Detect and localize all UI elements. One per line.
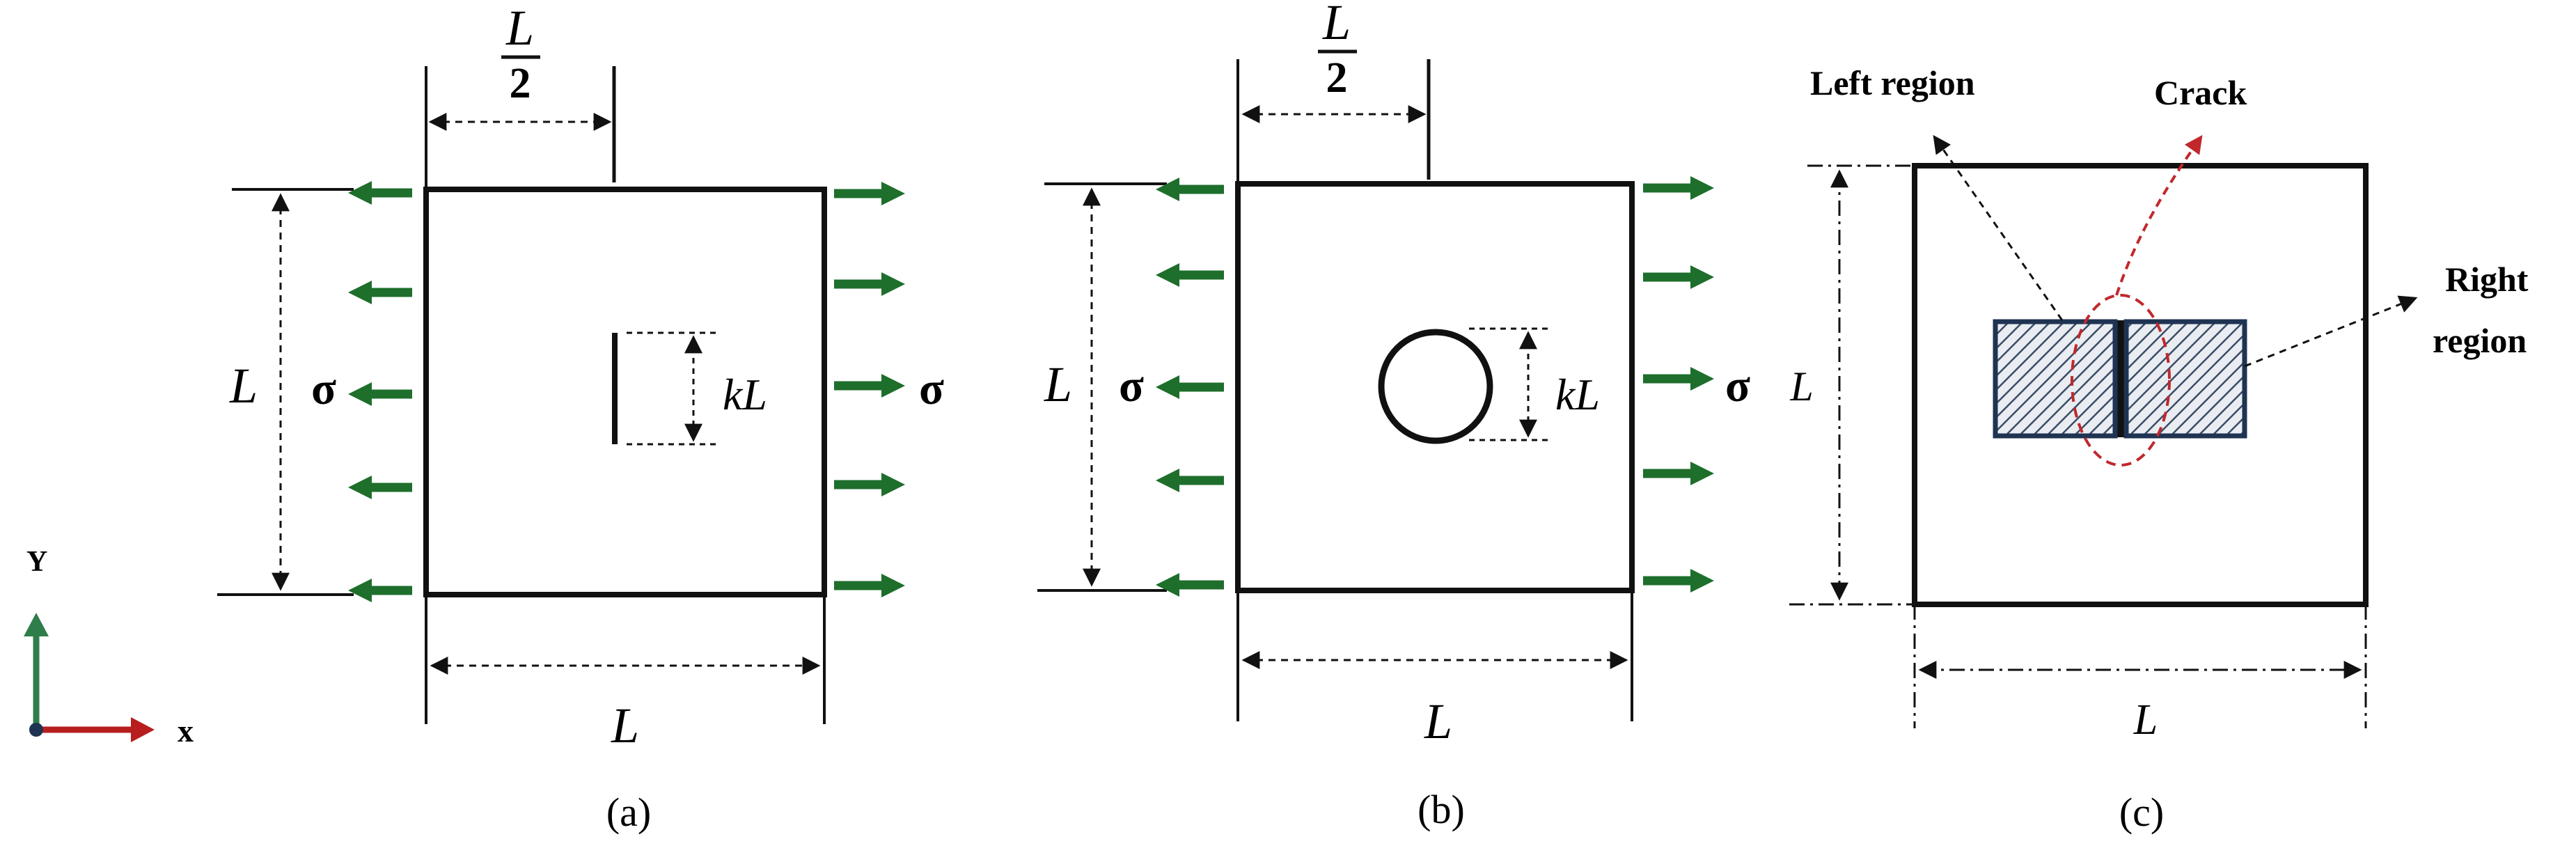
coordinate-axes: Y x (24, 546, 194, 749)
stress-arrow-4-head (348, 476, 372, 499)
half-width-den-b: 2 (1326, 54, 1348, 102)
height-label-c: L (1789, 363, 1813, 409)
height-label-a: L (229, 358, 258, 414)
stress-arrow-2-head (1690, 265, 1714, 289)
crack-label-a: kL (723, 370, 767, 419)
plate-c (1912, 163, 2369, 607)
right-region-leader (2244, 295, 2418, 368)
width-label-b: L (1424, 693, 1452, 749)
stress-arrow-1-head (881, 182, 905, 205)
stress-label-left-b: σ (1119, 361, 1144, 412)
y-axis-arrowhead (24, 613, 49, 636)
stress-arrow-3-head (881, 374, 905, 398)
stress-arrow-1-head (1156, 178, 1179, 201)
plate-b (1235, 181, 1635, 593)
stress-arrow-2-head (348, 281, 372, 304)
caption-c: (c) (2119, 790, 2164, 835)
half-width-num-b: L (1322, 0, 1351, 50)
half-width-den-a: 2 (510, 60, 531, 107)
panel-a: L 2 L L kL σ σ (a) (217, 0, 944, 835)
x-axis-label: x (178, 713, 194, 749)
height-label-b: L (1044, 356, 1072, 412)
right-region-label-line1: Right (2445, 260, 2529, 299)
crack-leader (2115, 134, 2203, 296)
x-axis-arrowhead (131, 717, 155, 742)
right-region (2123, 319, 2247, 439)
stress-arrows-right-b (1643, 176, 1714, 593)
stress-arrow-2-head (881, 272, 905, 296)
stress-arrow-2-head (1156, 263, 1179, 287)
crack-label-c: Crack (2154, 73, 2247, 112)
hole-label-b: kL (1555, 370, 1600, 419)
stress-arrows-left-b (1156, 178, 1224, 597)
stress-arrow-1-head (1690, 176, 1714, 200)
hole-b (1378, 329, 1493, 444)
caption-b: (b) (1417, 787, 1465, 832)
stress-arrow-3-head (348, 382, 372, 406)
caption-a: (a) (606, 790, 651, 835)
stress-arrow-4-head (1690, 462, 1714, 485)
stress-label-right-b: σ (1725, 361, 1750, 412)
plate-a (423, 187, 827, 597)
left-region (1993, 319, 2118, 439)
stress-arrow-1-head (348, 181, 372, 205)
panel-b: L 2 L L kL σ σ (b) (1037, 0, 1750, 832)
stress-label-left-a: σ (311, 363, 336, 414)
panel-c: L L Left region Crack Right region (c) (1789, 63, 2529, 835)
stress-arrow-5-head (1690, 569, 1714, 593)
stress-label-right-a: σ (919, 363, 944, 414)
stress-arrow-3-head (1690, 367, 1714, 391)
stress-arrows-right-a (834, 182, 905, 597)
stress-arrow-5-head (1156, 573, 1179, 597)
stress-arrow-5-head (881, 574, 905, 597)
stress-arrows-left-a (348, 181, 412, 602)
width-label-a: L (611, 698, 639, 753)
axis-origin (29, 723, 43, 737)
stress-arrow-3-head (1156, 375, 1179, 399)
half-width-num-a: L (505, 0, 534, 56)
stress-arrow-5-head (348, 579, 372, 602)
left-region-label: Left region (1810, 63, 1975, 102)
width-label-c: L (2133, 696, 2158, 744)
right-region-label-line2: region (2433, 321, 2527, 360)
crack-ellipse (2071, 294, 2171, 467)
stress-arrow-4-head (1156, 469, 1179, 492)
y-axis-label: Y (26, 546, 47, 578)
stress-arrow-4-head (881, 473, 905, 496)
